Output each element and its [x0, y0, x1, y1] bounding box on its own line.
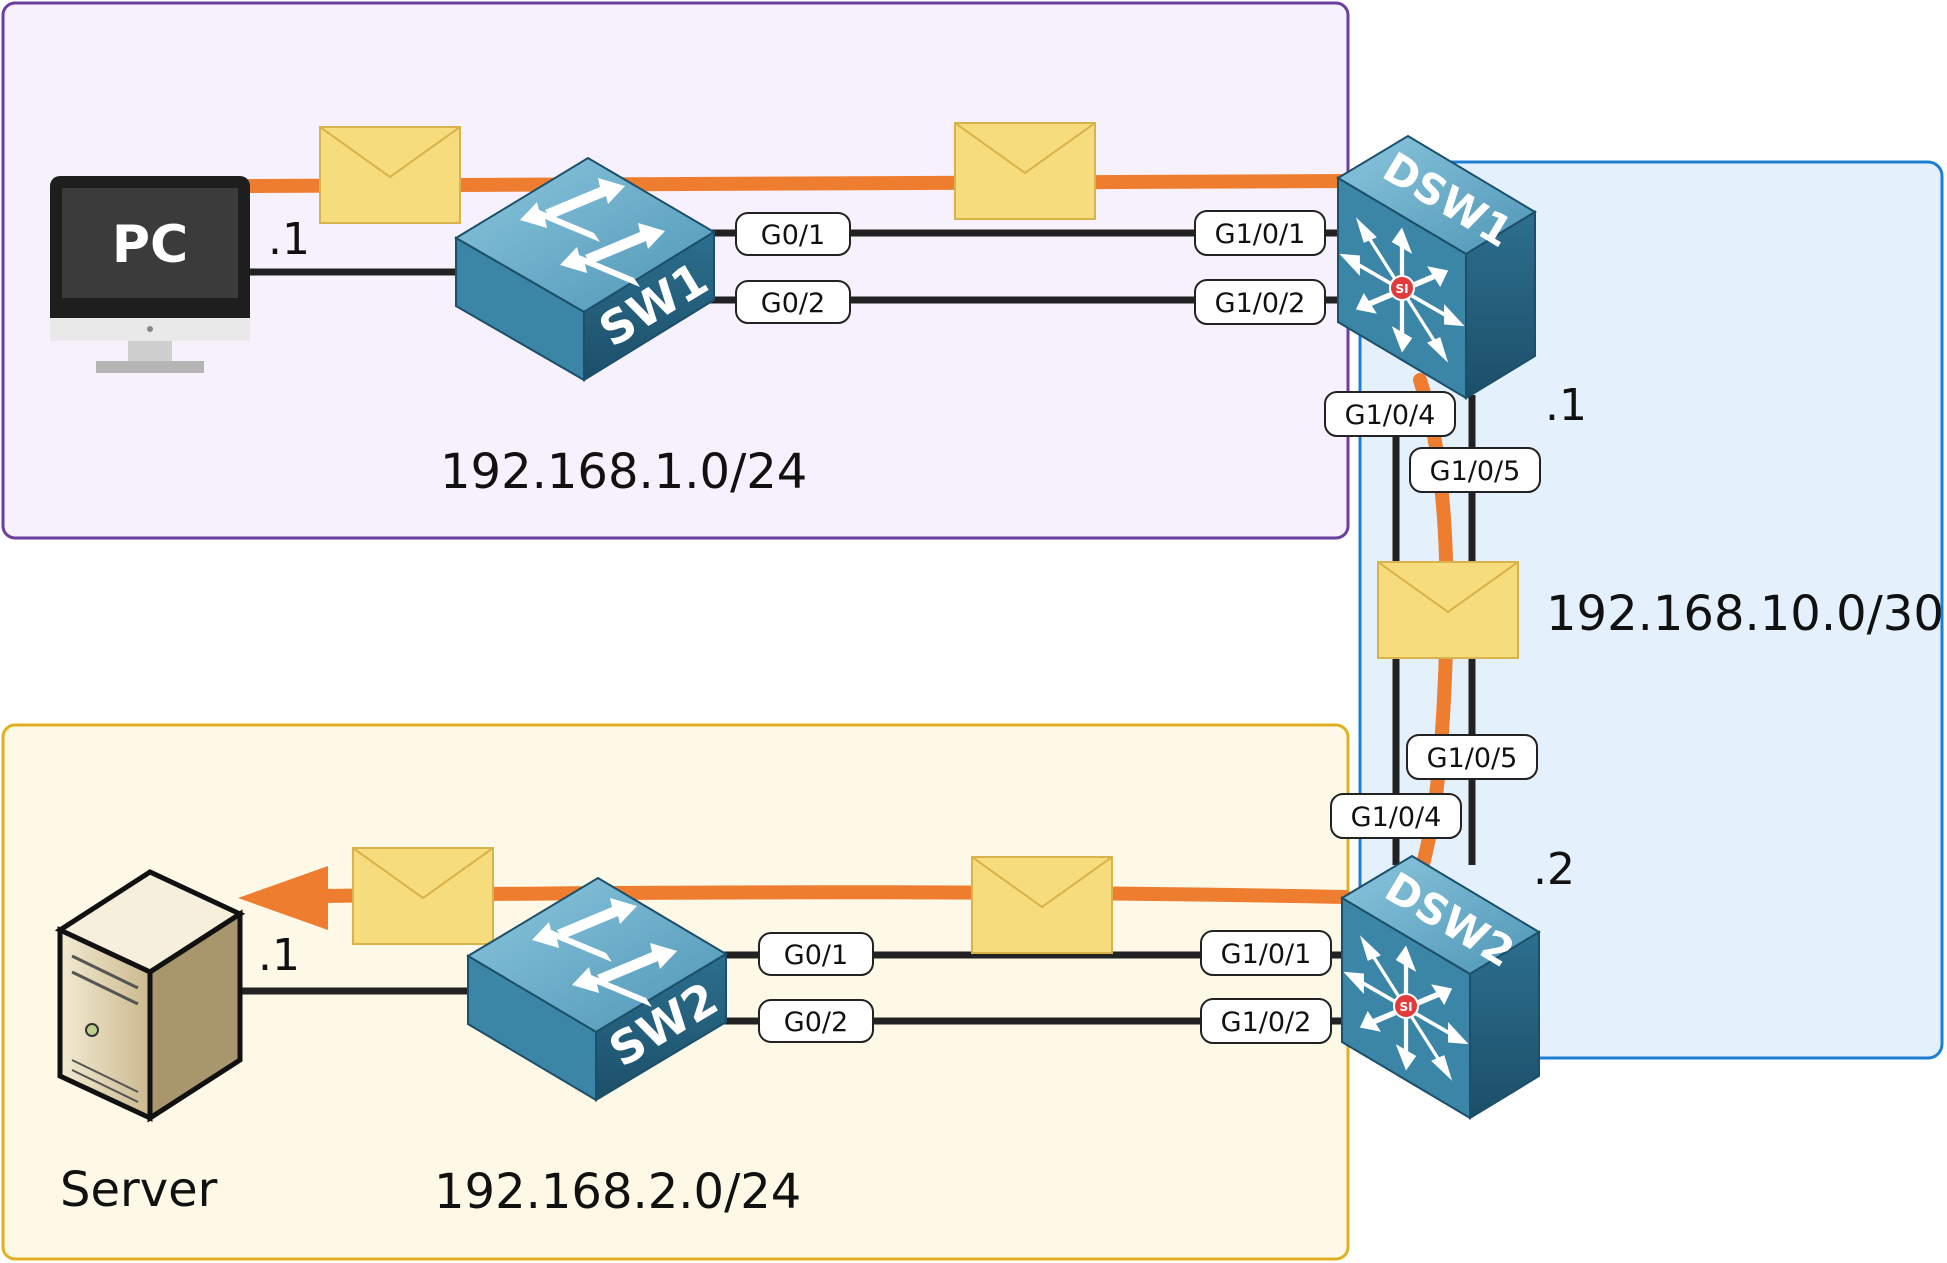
- port-labels: G0/1 G0/2 G1/0/1 G1/0/2 G1/0/4 G1/0/5 G1…: [735, 210, 1541, 1044]
- pc-label: PC: [112, 215, 188, 275]
- sw1-arrows-icon: [520, 178, 665, 287]
- svg-text:G1/0/5: G1/0/5: [1430, 456, 1521, 487]
- server-power-icon: [85, 1023, 99, 1037]
- server-vent-1: [71, 1059, 139, 1093]
- pc-device[interactable]: PC: [50, 176, 250, 373]
- envelope-sw2-server: [352, 847, 494, 945]
- server-drive-1: [71, 954, 139, 990]
- svg-text:G1/0/5: G1/0/5: [1427, 743, 1518, 774]
- dsw2-switch[interactable]: DSW2 SI: [1340, 854, 1541, 1120]
- pc-neck: [128, 341, 172, 361]
- envelope-pc-sw1: [319, 126, 461, 224]
- server-side: [147, 909, 243, 1123]
- sw1-switch[interactable]: SW1: [454, 156, 717, 382]
- lan1-network-label: 192.168.1.0/24: [440, 444, 807, 500]
- server-vent-2: [71, 1069, 139, 1103]
- dsw2-l3-badge-icon: [1393, 993, 1419, 1019]
- port-dsw2-g105: G1/0/5: [1406, 734, 1538, 780]
- svg-text:G1/0/4: G1/0/4: [1351, 802, 1442, 833]
- svg-text:G1/0/2: G1/0/2: [1215, 288, 1306, 319]
- dsw2-l3-badge-label: SI: [1399, 1000, 1412, 1014]
- dsw1-side: [1465, 210, 1536, 400]
- envelope-dsw2-sw2: [971, 856, 1113, 954]
- envelope-dsw1-dsw2: [1377, 561, 1519, 659]
- dsw2-address: .2: [1533, 844, 1575, 895]
- dsw1-address: .1: [1545, 380, 1587, 431]
- svg-text:G0/1: G0/1: [784, 940, 848, 971]
- server-address: .1: [258, 930, 300, 981]
- sw1-right-side: [583, 230, 715, 382]
- svg-text:G0/2: G0/2: [784, 1007, 848, 1038]
- lan2-network-label: 192.168.2.0/24: [434, 1164, 801, 1220]
- sw2-right-side: [595, 952, 727, 1102]
- transit-network-label: 192.168.10.0/30: [1546, 586, 1944, 642]
- pc-address: .1: [268, 214, 310, 265]
- dsw1-l3-badge-icon: [1389, 275, 1415, 301]
- server-drive-2: [71, 970, 139, 1006]
- pc-base: [96, 361, 204, 373]
- pc-screen: [62, 188, 238, 298]
- port-dsw2-g101: G1/0/1: [1200, 930, 1332, 976]
- traffic-arrow-head: [238, 866, 328, 930]
- port-dsw1-g102: G1/0/2: [1194, 279, 1326, 325]
- svg-text:G0/1: G0/1: [761, 220, 825, 251]
- svg-text:G1/0/1: G1/0/1: [1215, 219, 1306, 250]
- port-dsw1-g101: G1/0/1: [1194, 210, 1326, 256]
- port-dsw2-g102: G1/0/2: [1200, 998, 1332, 1044]
- port-dsw2-g104: G1/0/4: [1330, 793, 1462, 839]
- sw2-arrows-icon: [532, 898, 677, 1007]
- svg-text:G0/2: G0/2: [761, 288, 825, 319]
- server-device[interactable]: [54, 869, 246, 1123]
- svg-text:G1/0/4: G1/0/4: [1345, 400, 1436, 431]
- envelope-sw1-dsw1: [954, 122, 1096, 220]
- port-sw2-g02: G0/2: [758, 999, 874, 1043]
- transit-network-zone: [1358, 160, 1944, 1060]
- dsw2-side: [1469, 930, 1540, 1120]
- pc-power-dot: [147, 326, 153, 332]
- port-dsw1-g105: G1/0/5: [1409, 447, 1541, 493]
- svg-text:G1/0/1: G1/0/1: [1221, 939, 1312, 970]
- server-label: Server: [60, 1162, 218, 1218]
- port-dsw1-g104: G1/0/4: [1324, 391, 1456, 437]
- dsw1-switch[interactable]: DSW1 SI: [1336, 134, 1537, 400]
- port-sw2-g01: G0/1: [758, 932, 874, 976]
- sw2-switch[interactable]: SW2: [466, 876, 728, 1102]
- port-sw1-g02: G0/2: [735, 280, 851, 324]
- dsw1-l3-badge-label: SI: [1395, 282, 1408, 296]
- svg-text:G1/0/2: G1/0/2: [1221, 1007, 1312, 1038]
- port-sw1-g01: G0/1: [735, 212, 851, 256]
